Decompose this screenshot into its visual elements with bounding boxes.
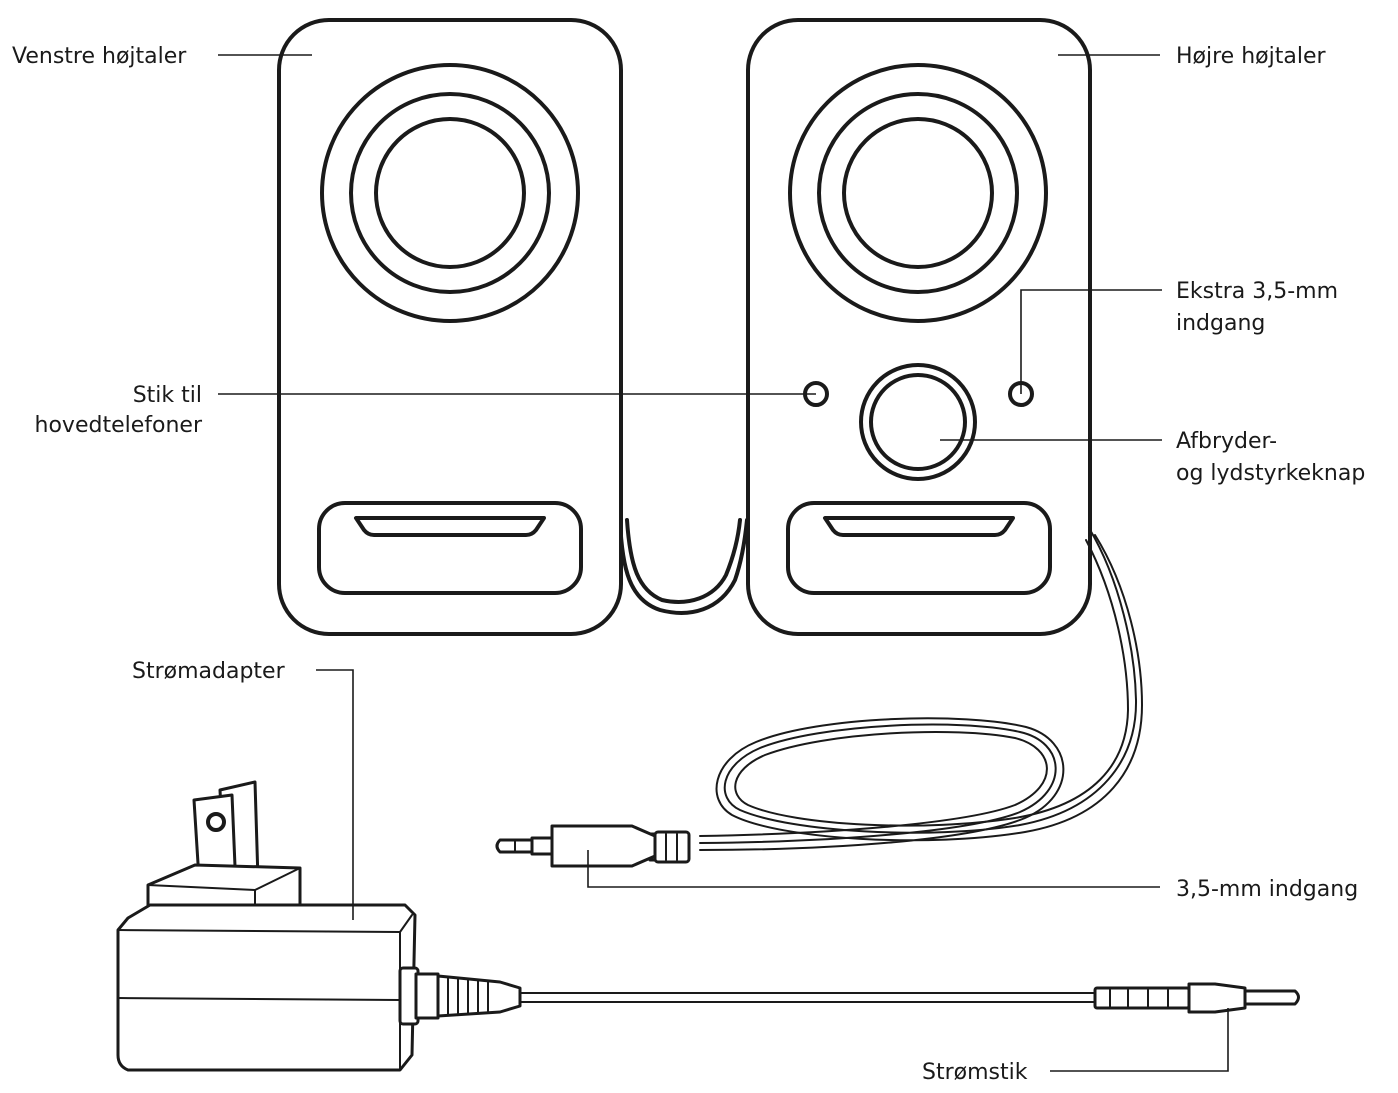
power-plug xyxy=(1093,982,1300,1014)
power-cord xyxy=(519,992,1096,1003)
label-audio-input: 3,5-mm indgang xyxy=(1176,877,1358,902)
label-power-plug: Strømstik xyxy=(922,1060,1028,1085)
right-speaker xyxy=(746,18,1092,636)
label-power-adapter: Strømadapter xyxy=(132,659,286,684)
label-headphone-jack-2: hovedtelefoner xyxy=(35,413,203,438)
leader-lines xyxy=(218,54,1229,1072)
labels: Venstre højtaler Højre højtaler Ekstra 3… xyxy=(12,44,1365,1085)
label-aux-input-2: indgang xyxy=(1176,311,1265,336)
power-adapter xyxy=(116,780,522,1072)
power-volume-knob xyxy=(859,363,977,481)
inter-speaker-cable xyxy=(618,518,749,615)
audio-cable xyxy=(699,527,1144,851)
left-speaker xyxy=(277,18,623,636)
label-headphone-jack-1: Stik til xyxy=(133,383,202,408)
label-power-volume-knob-1: Afbryder- xyxy=(1176,429,1277,454)
label-left-speaker: Venstre højtaler xyxy=(12,44,187,69)
label-aux-input-1: Ekstra 3,5-mm xyxy=(1176,279,1338,304)
label-right-speaker: Højre højtaler xyxy=(1176,44,1326,69)
label-power-volume-knob-2: og lydstyrkeknap xyxy=(1176,461,1365,486)
audio-plug xyxy=(495,824,691,868)
